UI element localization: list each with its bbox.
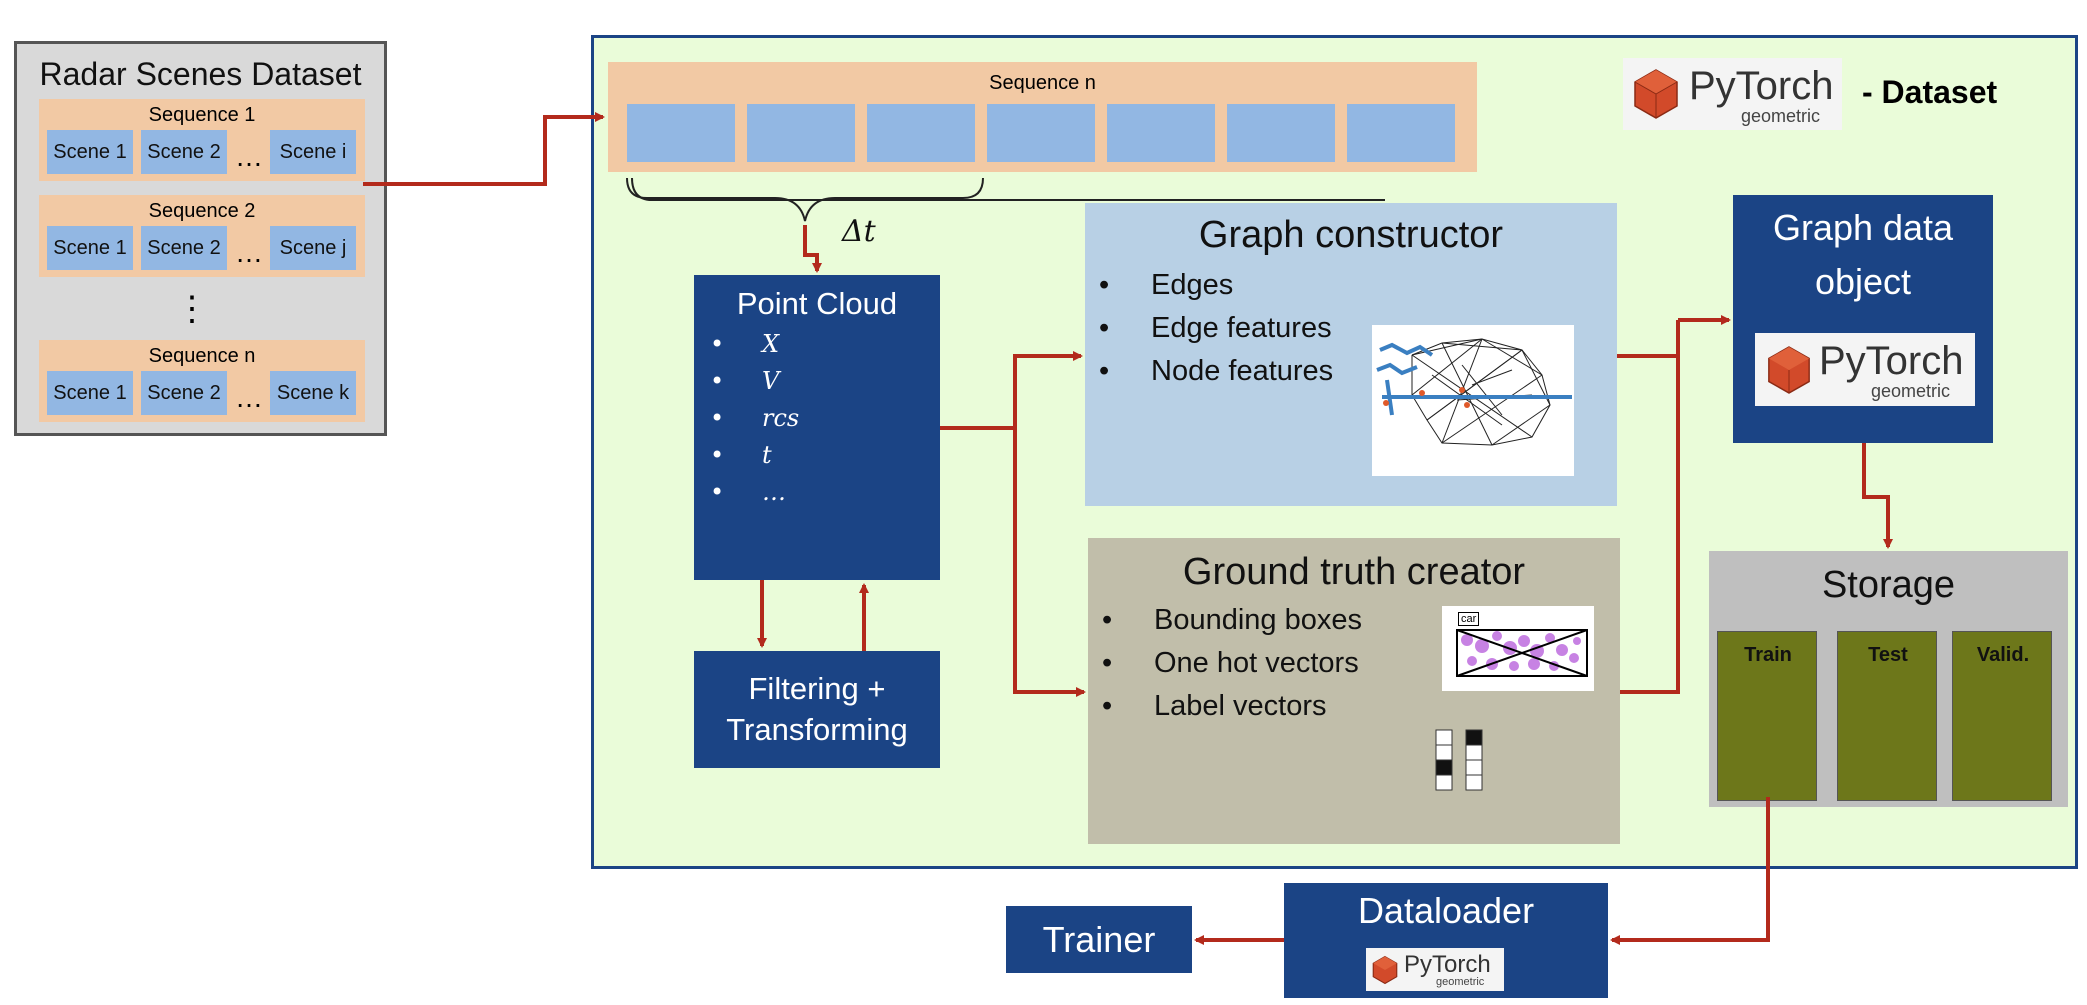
point-cloud-list: X V rcs t …: [710, 330, 799, 515]
pytorch-hex-icon: [1768, 346, 1810, 394]
scene-box: Scene k: [270, 371, 356, 415]
arrow-to-ground-truth: [1013, 428, 1086, 697]
delta-t-label: Δt: [842, 214, 876, 249]
graph-constructor-item: Node features: [1099, 355, 1333, 398]
scene-cell: [867, 104, 975, 162]
dataset-suffix-label: - Dataset: [1862, 74, 1998, 110]
filtering-transforming-box: Filtering + Transforming: [694, 651, 940, 768]
label-vectors-icon: [1435, 729, 1483, 791]
pytorch-geometric-logo: PyTorch geometric: [1755, 333, 1975, 406]
scene-box: Scene 1: [47, 371, 133, 415]
sequence-label: Sequence 1: [148, 103, 256, 126]
graph-constructor-box: Graph constructor Edges Edge features No…: [1085, 203, 1617, 506]
arrow-brace-to-pointcloud: [803, 225, 822, 273]
arrow-dataset-to-sequence: [363, 112, 605, 186]
arrow-storage-to-dataloader: [1610, 797, 1770, 945]
graph-constructor-title: Graph constructor: [1198, 213, 1504, 256]
scene-ellipsis: …: [235, 382, 263, 413]
ground-truth-title: Ground truth creator: [1182, 550, 1526, 593]
graph-constructor-list: Edges Edge features Node features: [1099, 269, 1333, 398]
bbox-drawing: [1456, 629, 1588, 677]
time-window-brace: [631, 177, 1385, 201]
storage-box: Storage Train Test Valid.: [1709, 551, 2068, 807]
graph-constructor-item: Edge features: [1099, 312, 1333, 355]
graph-data-object-title: Graph data object: [1772, 207, 1954, 302]
scene-ellipsis: …: [235, 237, 263, 268]
scene-box: Scene 2: [141, 130, 227, 174]
storage-split-test: Test: [1837, 631, 1937, 801]
arrow-to-graph-constructor: [1013, 351, 1083, 428]
scene-cell: [1227, 104, 1335, 162]
dataloader-box: Dataloader PyTorch geometric: [1284, 883, 1608, 998]
scene-cell: [627, 104, 735, 162]
bounding-box-illustration: car: [1442, 606, 1594, 691]
ground-truth-item: Label vectors: [1102, 690, 1362, 733]
pytorch-geometric-logo: PyTorch geometric: [1623, 58, 1842, 130]
point-cloud-title: Point Cloud: [736, 286, 898, 321]
sequence-block: Sequence n Scene 1 Scene 2 … Scene k: [39, 340, 365, 422]
pytorch-hex-icon: [1634, 69, 1678, 119]
radar-scenes-dataset-panel: Radar Scenes Dataset Sequence 1 Scene 1 …: [14, 41, 387, 436]
sequence-n-strip: Sequence n: [608, 62, 1477, 172]
pytorch-sub-wordmark: geometric: [1741, 106, 1821, 126]
sequence-n-label: Sequence n: [989, 71, 1096, 94]
dataloader-title: Dataloader: [1357, 890, 1535, 931]
scene-cell: [987, 104, 1095, 162]
scene-box: Scene 2: [141, 371, 227, 415]
point-cloud-item: t: [710, 441, 799, 478]
ground-truth-creator-box: Ground truth creator Bounding boxes One …: [1088, 538, 1620, 844]
sequence-block: Sequence 2 Scene 1 Scene 2 … Scene j: [39, 195, 365, 277]
scene-box: Scene 1: [47, 130, 133, 174]
storage-split-train: Train: [1717, 631, 1817, 801]
storage-split-label: Valid.: [1976, 643, 2030, 666]
point-cloud-box: Point Cloud X V rcs t …: [694, 275, 940, 580]
pytorch-wordmark: PyTorch: [1819, 339, 1964, 383]
time-window-brace-shape: [626, 177, 984, 222]
ground-truth-list: Bounding boxes One hot vectors Label vec…: [1102, 604, 1362, 733]
ground-truth-item: Bounding boxes: [1102, 604, 1362, 647]
radar-scenes-title: Radar Scenes Dataset: [39, 55, 362, 92]
sequence-label: Sequence n: [148, 344, 256, 367]
graph-constructor-item: Edges: [1099, 269, 1333, 312]
bbox-label: car: [1458, 612, 1480, 626]
scene-box: Scene 2: [141, 226, 227, 270]
point-cloud-item: rcs: [710, 404, 799, 441]
point-cloud-item: X: [710, 330, 799, 367]
pytorch-wordmark: PyTorch: [1689, 64, 1834, 108]
graph-data-object-box: Graph data object PyTorch geometric: [1733, 195, 1993, 443]
storage-title: Storage: [1821, 563, 1956, 606]
arrow-groundtruth-to-join: [1620, 320, 1680, 694]
scene-ellipsis: …: [235, 141, 263, 172]
point-cloud-item: V: [710, 367, 799, 404]
scene-box: Scene 1: [47, 226, 133, 270]
storage-split-valid: Valid.: [1952, 631, 2052, 801]
arrow-graphdata-to-storage: [1862, 443, 1893, 549]
scene-cell: [1107, 104, 1215, 162]
scene-box: Scene i: [270, 130, 356, 174]
vertical-ellipsis: ⋮: [175, 290, 209, 328]
graph-illustration: [1372, 325, 1574, 476]
pytorch-hex-icon: [1372, 955, 1398, 985]
pytorch-sub-wordmark: geometric: [1436, 976, 1485, 988]
scene-cell: [747, 104, 855, 162]
scene-cell: [1347, 104, 1455, 162]
storage-split-label: Train: [1744, 643, 1792, 666]
storage-split-label: Test: [1868, 643, 1908, 666]
point-cloud-item: …: [710, 478, 799, 515]
ground-truth-item: One hot vectors: [1102, 647, 1362, 690]
pytorch-geometric-logo: PyTorch geometric: [1366, 948, 1504, 991]
pytorch-sub-wordmark: geometric: [1871, 381, 1951, 401]
pytorch-wordmark: PyTorch: [1404, 951, 1491, 978]
trainer-box: Trainer: [1006, 906, 1192, 973]
sequence-label: Sequence 2: [148, 199, 256, 222]
scene-box: Scene j: [270, 226, 356, 270]
sequence-block: Sequence 1 Scene 1 Scene 2 … Scene i: [39, 99, 365, 181]
